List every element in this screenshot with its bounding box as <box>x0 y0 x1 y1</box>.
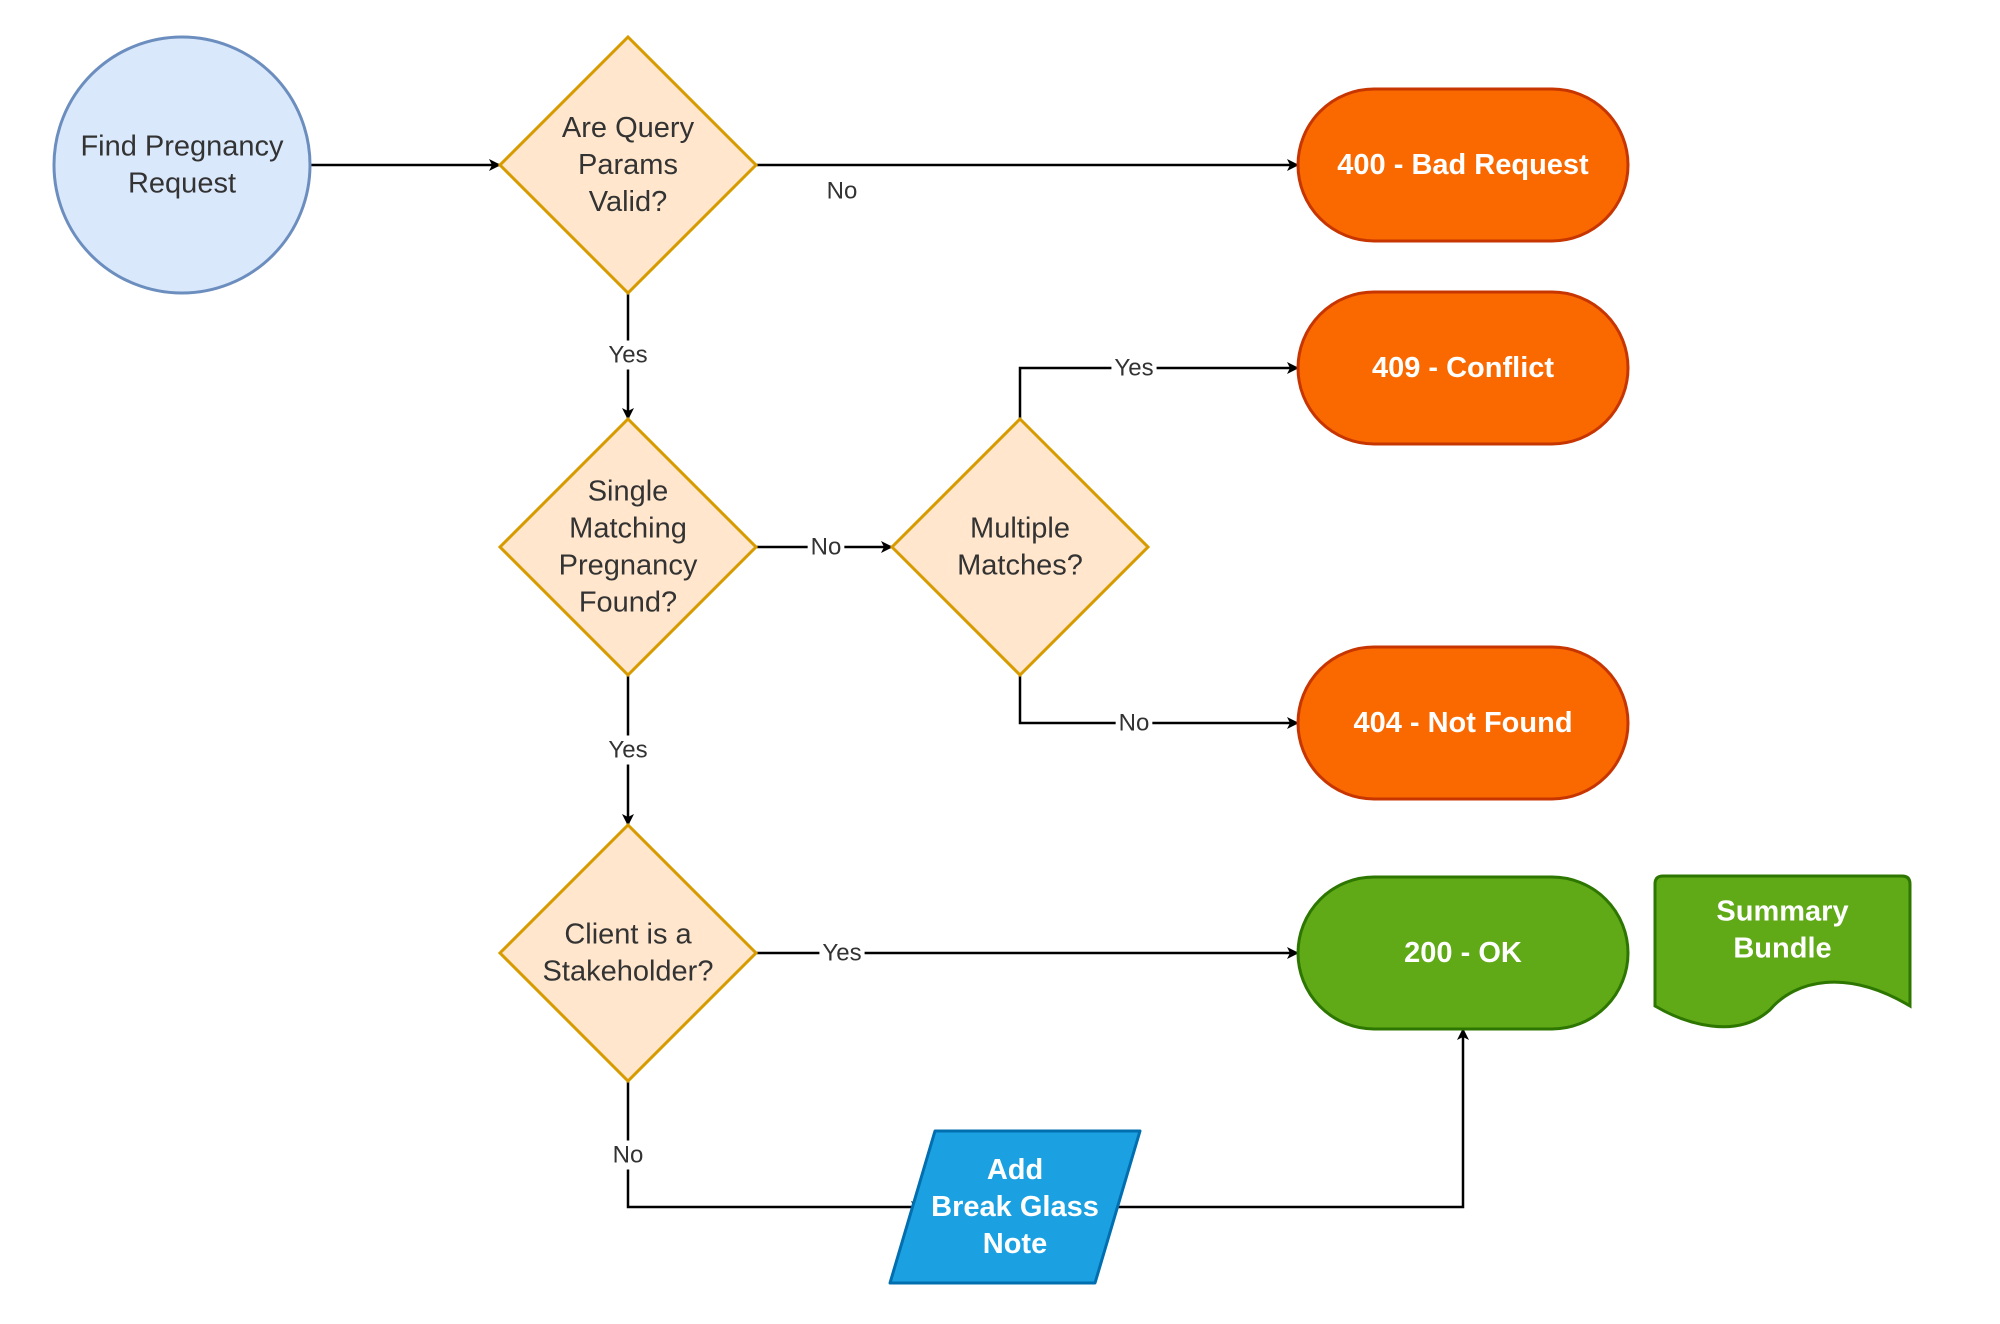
conflict-shape <box>1296 290 1630 446</box>
edge-label: No <box>613 1142 644 1169</box>
break-glass-label-line: Note <box>983 1228 1047 1260</box>
summary-bundle-label-line: Summary <box>1716 896 1848 928</box>
edge-multiple-matches-to-not-found <box>1018 675 1299 729</box>
start-shape <box>52 35 312 295</box>
bad-request-shape <box>1296 87 1630 243</box>
edges-layer <box>310 159 1469 1213</box>
start-label-line: Find Pregnancy <box>80 131 284 163</box>
ok-shape <box>1296 875 1630 1031</box>
bad-request-label-line: 400 - Bad Request <box>1337 149 1589 181</box>
break-glass-label-line: Add <box>987 1154 1043 1186</box>
edge-label-background <box>605 735 651 765</box>
break-glass-shape <box>888 1129 1142 1285</box>
multiple-matches-shape <box>889 416 1151 678</box>
stakeholder-shape <box>497 822 759 1084</box>
edge-break-glass-to-ok <box>1108 1028 1469 1209</box>
bad-request-node: 400 - Bad Request <box>1296 87 1630 243</box>
not-found-shape <box>1296 645 1630 801</box>
not-found-node: 404 - Not Found <box>1296 645 1630 801</box>
stakeholder-label-line: Client is a <box>564 919 692 951</box>
summary-bundle-label-line: Bundle <box>1733 933 1831 965</box>
single-match-label-line: Found? <box>579 587 677 619</box>
edge-label: No <box>811 534 842 561</box>
stakeholder-label-line: Stakeholder? <box>543 956 714 988</box>
query-valid-shape <box>497 34 759 296</box>
edge-label-background <box>819 938 865 968</box>
edge-label: Yes <box>608 737 647 764</box>
conflict-node: 409 - Conflict <box>1296 290 1630 446</box>
edge-label-background <box>609 1140 647 1170</box>
conflict-label-line: 409 - Conflict <box>1372 352 1554 384</box>
query-valid-label-line: Are Query <box>562 112 695 144</box>
single-match-shape <box>497 416 759 678</box>
edge-label: Yes <box>1114 355 1153 382</box>
stakeholder-node: Client is a Stakeholder? <box>497 822 759 1084</box>
multiple-matches-label-line: Matches? <box>957 550 1083 582</box>
start-label-line: Request <box>128 168 236 200</box>
query-valid-label-line: Valid? <box>589 186 667 218</box>
edge-label-background <box>1111 353 1157 383</box>
edge-label: No <box>827 178 858 205</box>
edge-label-background <box>605 340 651 370</box>
summary-bundle-shape <box>1653 874 1912 1029</box>
edge-label-background <box>807 532 845 562</box>
single-match-label-line: Matching <box>569 513 687 545</box>
edge-label: No <box>1119 710 1150 737</box>
ok-node: 200 - OK <box>1296 875 1630 1031</box>
break-glass-label-line: Break Glass <box>931 1191 1099 1223</box>
ok-label-line: 200 - OK <box>1404 937 1522 969</box>
edge-label: Yes <box>608 342 647 369</box>
edge-label-background <box>823 176 861 206</box>
query-valid-label-line: Params <box>578 149 678 181</box>
edge-stakeholder-to-break-glass <box>626 1081 923 1213</box>
not-found-label-line: 404 - Not Found <box>1353 707 1572 739</box>
single-match-label-line: Single <box>588 476 669 508</box>
edge-label: Yes <box>822 940 861 967</box>
single-match-label-line: Pregnancy <box>559 550 698 582</box>
edge-multiple-matches-to-conflict <box>1018 362 1299 419</box>
multiple-matches-label-line: Multiple <box>970 513 1070 545</box>
edge-label-background <box>1115 708 1153 738</box>
